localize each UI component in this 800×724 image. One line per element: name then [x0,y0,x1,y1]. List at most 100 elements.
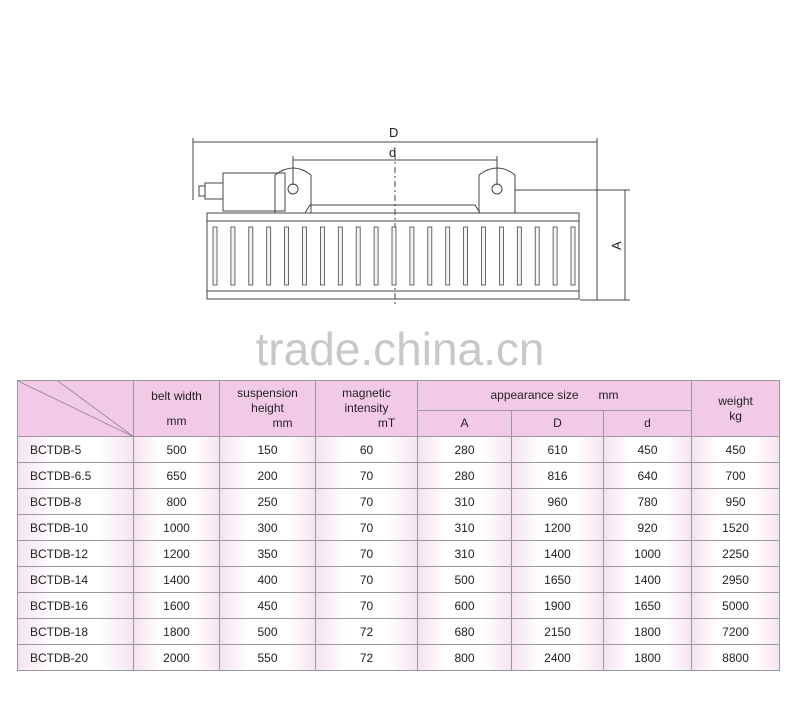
cell-a: 280 [417,462,512,489]
header-sub-A: A [417,410,512,437]
cell-mag: 70 [315,566,418,593]
watermark: trade.china.cn [255,323,545,375]
cell-a: 600 [417,592,512,619]
cell-height: 450 [219,592,316,619]
cell-model: BCTDB-10 [17,514,134,541]
cooling-fin [319,226,325,286]
cell-height: 550 [219,644,316,671]
cooling-fin [463,226,469,286]
cell-height: 400 [219,566,316,593]
lifting-lug-left [274,167,312,213]
cell-belt: 1400 [133,566,220,593]
cooling-fin [391,226,397,286]
header-appearance-size: appearance size mm [416,380,693,411]
cell-belt: 2000 [133,644,220,671]
cell-weight: 2950 [691,566,781,593]
cooling-fin [427,226,433,286]
cell-a: 680 [417,618,512,645]
cell-model: BCTDB-16 [17,592,134,619]
magnet-body [206,212,580,300]
cell-a: 800 [417,644,512,671]
cell-d: 2400 [511,644,604,671]
cell-weight: 1520 [691,514,781,541]
cooling-fin [481,226,486,286]
cell-d: 1800 [602,618,693,645]
lifting-lug-right [478,167,516,213]
header-suspension-height: suspension height mm [219,380,316,437]
cell-belt: 1000 [133,514,220,541]
cell-d: 1400 [602,566,693,593]
cell-a: 310 [417,540,512,567]
cell-belt: 1800 [133,618,220,645]
label-A: A [609,241,624,250]
cell-d: 1800 [602,644,693,671]
cell-model: BCTDB-14 [17,566,134,593]
junction-box [222,172,286,212]
cell-d: 640 [602,462,693,489]
cooling-fin [302,226,307,286]
cell-height: 300 [219,514,316,541]
cooling-fin [248,226,254,286]
cell-d: 610 [511,436,604,463]
cell-belt: 1200 [133,540,220,567]
cell-model: BCTDB-8 [17,488,134,515]
cell-belt: 1600 [133,592,220,619]
cell-mag: 70 [315,540,418,567]
cell-a: 500 [417,566,512,593]
cooling-fin [284,226,289,286]
cooling-fin [516,226,522,286]
diagonal-lines [18,381,134,437]
cell-d: 920 [602,514,693,541]
cell-d: 1400 [511,540,604,567]
cooling-fin [373,226,379,286]
cell-d: 960 [511,488,604,515]
cooling-fin [230,226,236,286]
cell-d: 1000 [602,540,693,567]
cell-mag: 60 [315,436,418,463]
cell-a: 310 [417,488,512,515]
cooling-fin [498,226,504,286]
magnet-technical-drawing: D d A [192,125,630,305]
cell-weight: 5000 [691,592,781,619]
spec-table: belt width mm suspension height mm magne… [17,380,781,671]
cell-weight: 7200 [691,618,781,645]
cooling-fin [570,226,576,286]
cell-model: BCTDB-20 [17,644,134,671]
label-D: D [389,125,398,140]
cell-weight: 700 [691,462,781,489]
cell-height: 200 [219,462,316,489]
header-magnetic-intensity: magnetic intensity mT [315,380,418,437]
cell-a: 280 [417,436,512,463]
cell-mag: 70 [315,592,418,619]
cooling-fin [337,226,343,286]
cooling-fin [534,226,540,286]
header-sub-d: d [602,410,693,437]
cell-weight: 2250 [691,540,781,567]
cell-height: 250 [219,488,316,515]
cell-model: BCTDB-6.5 [17,462,134,489]
header-sub-D: D [511,410,604,437]
cell-height: 150 [219,436,316,463]
cooling-fin [212,226,218,286]
cell-mag: 70 [315,514,418,541]
cell-d: 1650 [511,566,604,593]
cooling-fin [552,226,558,286]
cell-height: 350 [219,540,316,567]
cooling-fin [445,226,451,286]
cell-d: 2150 [511,618,604,645]
cooling-fins [212,226,576,286]
cell-belt: 650 [133,462,220,489]
cell-mag: 70 [315,462,418,489]
cell-d: 1200 [511,514,604,541]
cell-mag: 72 [315,644,418,671]
header-belt-width: belt width mm [133,380,220,437]
